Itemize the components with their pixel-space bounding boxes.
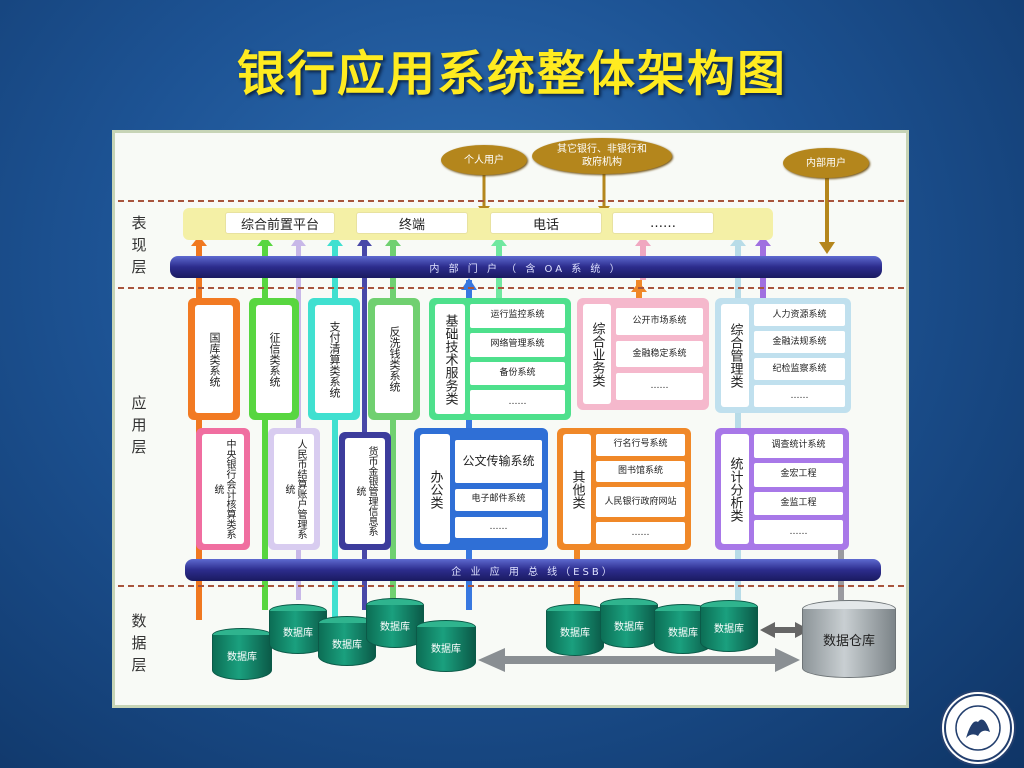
management-item-more: …… [754, 385, 845, 407]
internal-portal-bus: 内 部 门 户 （ 含 OA 系 统 ） [170, 256, 882, 278]
group-basic-tech: 基础技术服务类 运行监控系统 网络管理系统 备份系统 …… [429, 298, 571, 420]
business-item-more: …… [616, 373, 703, 401]
basic-item-network: 网络管理系统 [470, 332, 565, 357]
database-4: 数据库 [366, 598, 424, 648]
other-item-more: …… [596, 522, 685, 545]
layer-label-presentation: 表现层 [131, 214, 147, 276]
database-5-label: 数据库 [431, 644, 461, 655]
database-1-label: 数据库 [227, 652, 257, 663]
database-2: 数据库 [269, 604, 327, 654]
internal-user-oval: 内部用户 [783, 148, 869, 178]
separator-bottom [118, 585, 904, 587]
group-office: 办公类 公文传输系统 电子邮件系统 …… [414, 428, 548, 550]
basic-item-monitor: 运行监控系统 [470, 304, 565, 328]
university-seal-logo [940, 690, 1016, 766]
stats-item-more: …… [754, 520, 843, 544]
basic-item-backup: 备份系统 [470, 361, 565, 386]
group-business-title: 综合业务类 [583, 304, 611, 404]
system-central-accounting-label: 中央银行会计核算类系统 [202, 434, 244, 544]
database-8-label: 数据库 [668, 628, 698, 639]
other-banks-oval: 其它银行、非银行和政府机构 [532, 138, 672, 174]
database-6: 数据库 [546, 604, 604, 656]
basic-item-more: …… [470, 390, 565, 414]
data-warehouse: 数据仓库 [802, 600, 896, 678]
system-rmb-account-label: 人民币结算账户管理系统 [274, 434, 314, 544]
business-item-stability: 金融稳定系统 [616, 340, 703, 368]
system-credit: 征信类系统 [249, 298, 299, 420]
separator-top [118, 200, 904, 202]
personal-user-oval: 个人用户 [441, 145, 527, 175]
database-1: 数据库 [212, 628, 272, 680]
system-currency-gold: 货币金银管理信息系统 [339, 432, 391, 550]
system-currency-gold-label: 货币金银管理信息系统 [345, 438, 385, 544]
database-4-label: 数据库 [380, 622, 410, 633]
office-item-more: …… [455, 516, 542, 538]
group-stats-title: 统计分析类 [721, 434, 749, 544]
presentation-item-terminal: 终端 [356, 212, 468, 234]
stats-item-jinjian: 金监工程 [754, 491, 843, 516]
data-warehouse-label: 数据仓库 [822, 634, 875, 649]
group-stats: 统计分析类 调查统计系统 金宏工程 金监工程 …… [715, 428, 849, 550]
group-other: 其他类 行名行号系统 图书馆系统 人民银行政府网站 …… [557, 428, 691, 550]
database-8: 数据库 [654, 604, 712, 654]
presentation-item-front-platform: 综合前置平台 [225, 212, 335, 234]
database-2-label: 数据库 [283, 628, 313, 639]
database-3-label: 数据库 [332, 640, 362, 651]
system-treasury-label: 国库类系统 [195, 305, 233, 413]
stats-item-survey: 调查统计系统 [754, 434, 843, 458]
database-7-label: 数据库 [614, 622, 644, 633]
group-other-title: 其他类 [563, 434, 591, 544]
group-business: 综合业务类 公开市场系统 金融稳定系统 …… [577, 298, 709, 410]
seal-icon [944, 694, 1012, 762]
management-item-law: 金融法规系统 [754, 331, 845, 353]
management-item-hr: 人力资源系统 [754, 304, 845, 326]
system-aml-label: 反洗钱类系统 [375, 305, 413, 413]
separator-mid [118, 287, 904, 289]
other-item-bank-code: 行名行号系统 [596, 434, 685, 456]
office-item-email: 电子邮件系统 [455, 489, 542, 511]
group-management-title: 综合管理类 [721, 304, 749, 407]
database-7: 数据库 [600, 598, 658, 648]
system-treasury: 国库类系统 [188, 298, 240, 420]
layer-label-application: 应用层 [131, 394, 147, 456]
group-basic-tech-title: 基础技术服务类 [435, 304, 465, 414]
office-item-document: 公文传输系统 [455, 440, 542, 483]
esb-bus: 企 业 应 用 总 线（ESB） [185, 559, 881, 581]
business-item-open-market: 公开市场系统 [616, 308, 703, 335]
database-9: 数据库 [700, 600, 758, 652]
system-aml: 反洗钱类系统 [368, 298, 420, 420]
group-office-title: 办公类 [420, 434, 450, 544]
database-5: 数据库 [416, 620, 476, 672]
layer-label-data: 数据层 [131, 612, 147, 674]
presentation-item-phone: 电话 [490, 212, 602, 234]
database-6-label: 数据库 [560, 628, 590, 639]
system-credit-label: 征信类系统 [256, 305, 292, 413]
system-rmb-account: 人民币结算账户管理系统 [268, 428, 320, 550]
management-item-discipline: 纪检监察系统 [754, 358, 845, 380]
presentation-item-more: …… [612, 212, 714, 234]
page-title: 银行应用系统整体架构图 [236, 46, 787, 102]
stats-item-jinhong: 金宏工程 [754, 462, 843, 487]
other-item-website: 人民银行政府网站 [596, 487, 685, 518]
database-9-label: 数据库 [714, 624, 744, 635]
system-payment-label: 支付清算类系统 [315, 305, 353, 413]
system-central-accounting: 中央银行会计核算类系统 [196, 428, 250, 550]
system-payment: 支付清算类系统 [308, 298, 360, 420]
group-management: 综合管理类 人力资源系统 金融法规系统 纪检监察系统 …… [715, 298, 851, 413]
other-item-library: 图书馆系统 [596, 460, 685, 483]
